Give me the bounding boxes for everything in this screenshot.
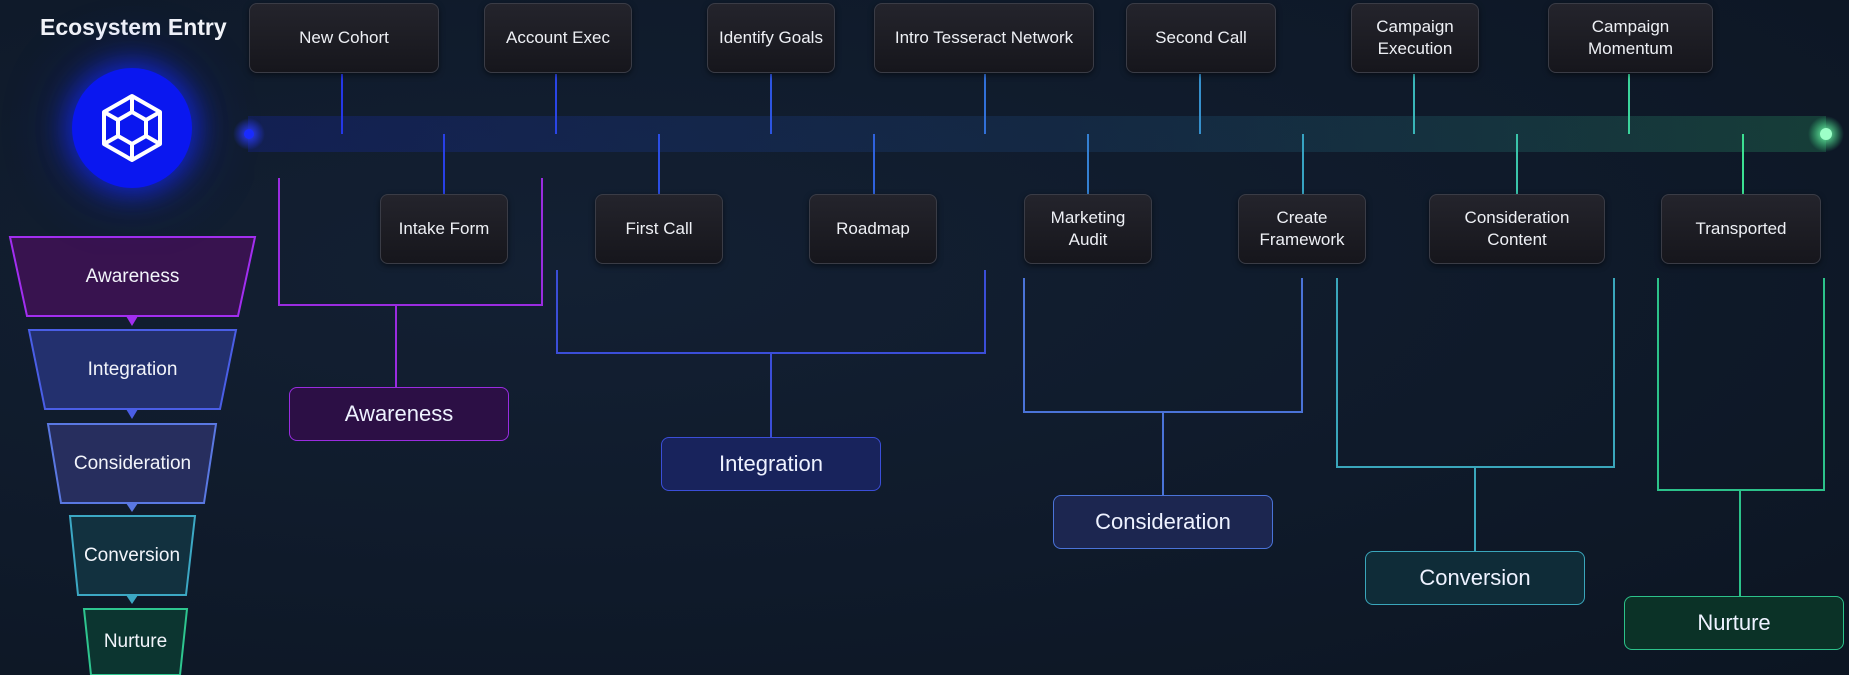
funnel-shape-consideration [46,423,218,504]
cube-icon [102,94,162,162]
step-campaign-momentum[interactable]: Campaign Momentum [1548,3,1713,73]
step-transported[interactable]: Transported [1661,194,1821,264]
funnel-item-awareness[interactable]: Awareness [85,265,180,287]
funnel-item-consideration[interactable]: Consideration [73,452,192,474]
stage-awareness[interactable]: Awareness [289,387,509,441]
funnel [8,236,257,675]
funnel-item-nurture[interactable]: Nurture [103,631,168,652]
awareness-bracket [278,178,543,387]
consideration-bracket [1023,278,1303,495]
stage-integration[interactable]: Integration [661,437,881,491]
step-intake-form[interactable]: Intake Form [380,194,508,264]
funnel-item-conversion[interactable]: Conversion [83,544,181,566]
step-second-call[interactable]: Second Call [1126,3,1276,73]
step-marketing-audit[interactable]: Marketing Audit [1024,194,1152,264]
step-identify-goals[interactable]: Identify Goals [707,3,835,73]
logo [72,68,192,188]
stage-consideration[interactable]: Consideration [1053,495,1273,549]
step-account-exec[interactable]: Account Exec [484,3,632,73]
page-title: Ecosystem Entry [40,14,227,40]
funnel-shape-nurture [82,608,189,675]
step-new-cohort[interactable]: New Cohort [249,3,439,73]
funnel-shape-integration [27,329,238,410]
step-first-call[interactable]: First Call [595,194,723,264]
step-create-framework[interactable]: Create Framework [1238,194,1366,264]
funnel-shape-conversion [68,515,197,596]
step-consideration-content[interactable]: Consideration Content [1429,194,1605,264]
step-roadmap[interactable]: Roadmap [809,194,937,264]
stage-nurture[interactable]: Nurture [1624,596,1844,650]
step-campaign-execution[interactable]: Campaign Execution [1351,3,1479,73]
funnel-shape-awareness [8,236,257,317]
conversion-bracket [1336,278,1615,551]
integration-bracket [556,270,986,437]
nurture-bracket [1657,278,1825,596]
funnel-item-integration[interactable]: Integration [87,358,178,380]
stage-conversion[interactable]: Conversion [1365,551,1585,605]
step-intro-tesseract-network[interactable]: Intro Tesseract Network [874,3,1094,73]
